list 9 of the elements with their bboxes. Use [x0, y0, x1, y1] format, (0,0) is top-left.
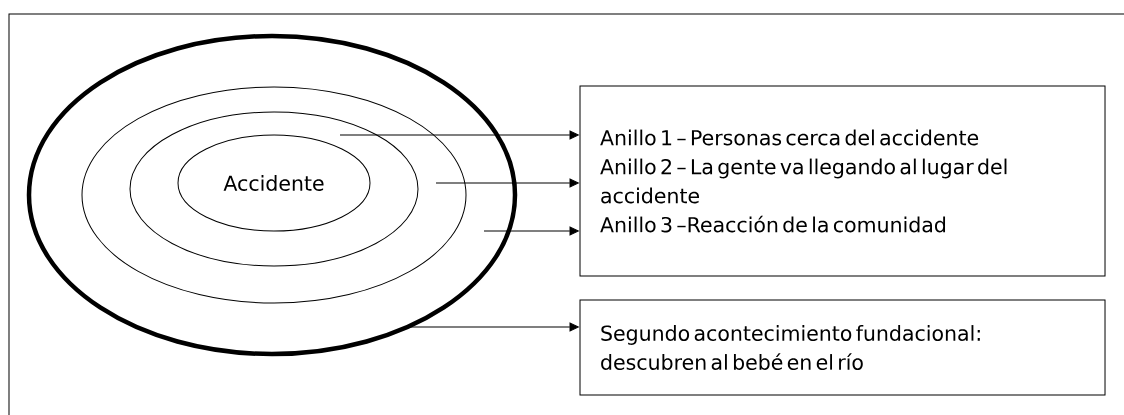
arrow	[435, 178, 579, 188]
arrow	[339, 130, 579, 140]
ring-ellipse	[81, 86, 467, 304]
ring-ellipse	[129, 111, 419, 267]
text-box: Segundo acontecimiento fundacional: descubren al bebé en el río	[579, 299, 1106, 396]
ring-ellipse	[26, 33, 518, 357]
arrow	[409, 322, 579, 332]
arrow	[483, 226, 579, 236]
text-box: Anillo 1 – Personas cerca del accidente Anillo 2 – La gente va llegando al lugar del accidente Anillo 3 –Reacción de la comunidad	[579, 85, 1106, 277]
